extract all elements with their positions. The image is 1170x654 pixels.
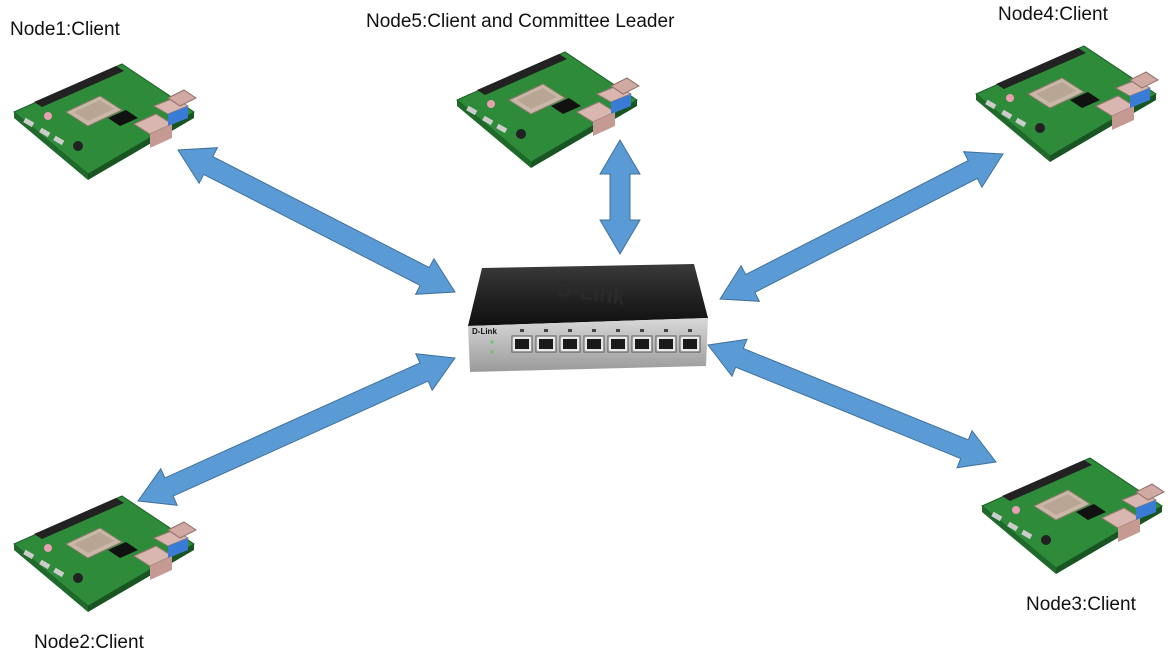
node4-label: Node4:Client (998, 4, 1108, 25)
node3-board (972, 448, 1168, 583)
node3-label: Node3:Client (1026, 594, 1136, 615)
node1-board (4, 54, 200, 189)
node5-label: Node5:Client and Committee Leader (366, 11, 675, 32)
node4-board (966, 36, 1162, 171)
node5-board (447, 42, 643, 177)
node1-label: Node1:Client (10, 19, 120, 40)
arrow-node5-switch (599, 139, 641, 255)
switch-top (468, 264, 708, 326)
network-switch: D-Link D-Link (462, 262, 712, 379)
arrow-node4-switch (719, 151, 1004, 302)
node2-board (4, 486, 200, 621)
node2-label: Node2:Client (34, 632, 144, 653)
arrow-node3-switch (707, 338, 997, 469)
arrow-node2-switch (137, 353, 456, 506)
switch-brand-text: D-Link (472, 327, 497, 336)
arrow-node1-switch (177, 147, 456, 295)
